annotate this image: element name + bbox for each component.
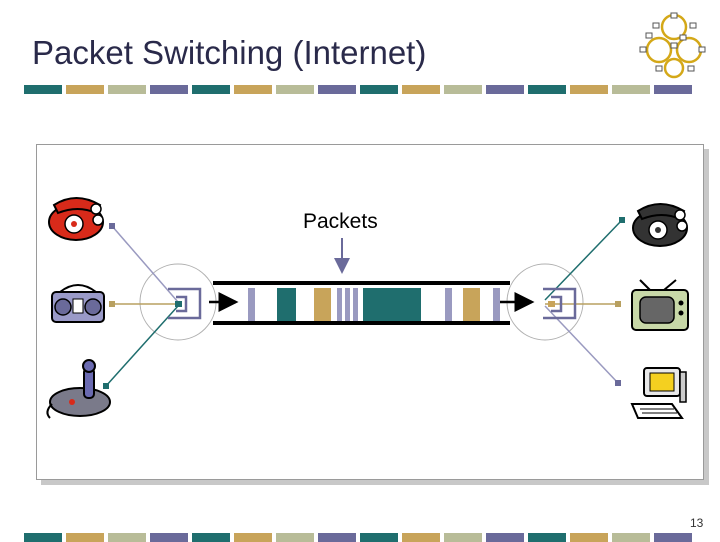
- packet-stream: [248, 288, 500, 321]
- packet: [337, 288, 342, 321]
- radio-icon: [51, 284, 105, 323]
- packet: [363, 288, 421, 321]
- decorative-stripe-bottom: [24, 533, 692, 542]
- link-left-telephone: [111, 225, 179, 303]
- packet: [353, 288, 358, 321]
- packet: [445, 288, 452, 321]
- packet: [345, 288, 350, 321]
- joystick-icon: [46, 359, 111, 419]
- packet: [248, 288, 255, 321]
- packets-label: Packets: [303, 210, 378, 233]
- packet: [277, 288, 296, 321]
- page-number: 13: [690, 516, 704, 530]
- packet: [314, 288, 331, 321]
- television-icon: [631, 279, 689, 331]
- right-buffer-queue: [543, 287, 577, 320]
- network-logo-icon: [639, 12, 706, 79]
- packet: [463, 288, 480, 321]
- decorative-stripe-top: [24, 85, 692, 94]
- slide-title: Packet Switching (Internet): [32, 34, 427, 71]
- telephone-icon: [48, 197, 104, 241]
- packet: [493, 288, 500, 321]
- link-right-telephone: [544, 219, 623, 301]
- link-left-joystick: [105, 305, 179, 387]
- telephone-icon: [632, 203, 688, 247]
- left-buffer-queue: [168, 287, 202, 320]
- computer-icon: [630, 367, 687, 419]
